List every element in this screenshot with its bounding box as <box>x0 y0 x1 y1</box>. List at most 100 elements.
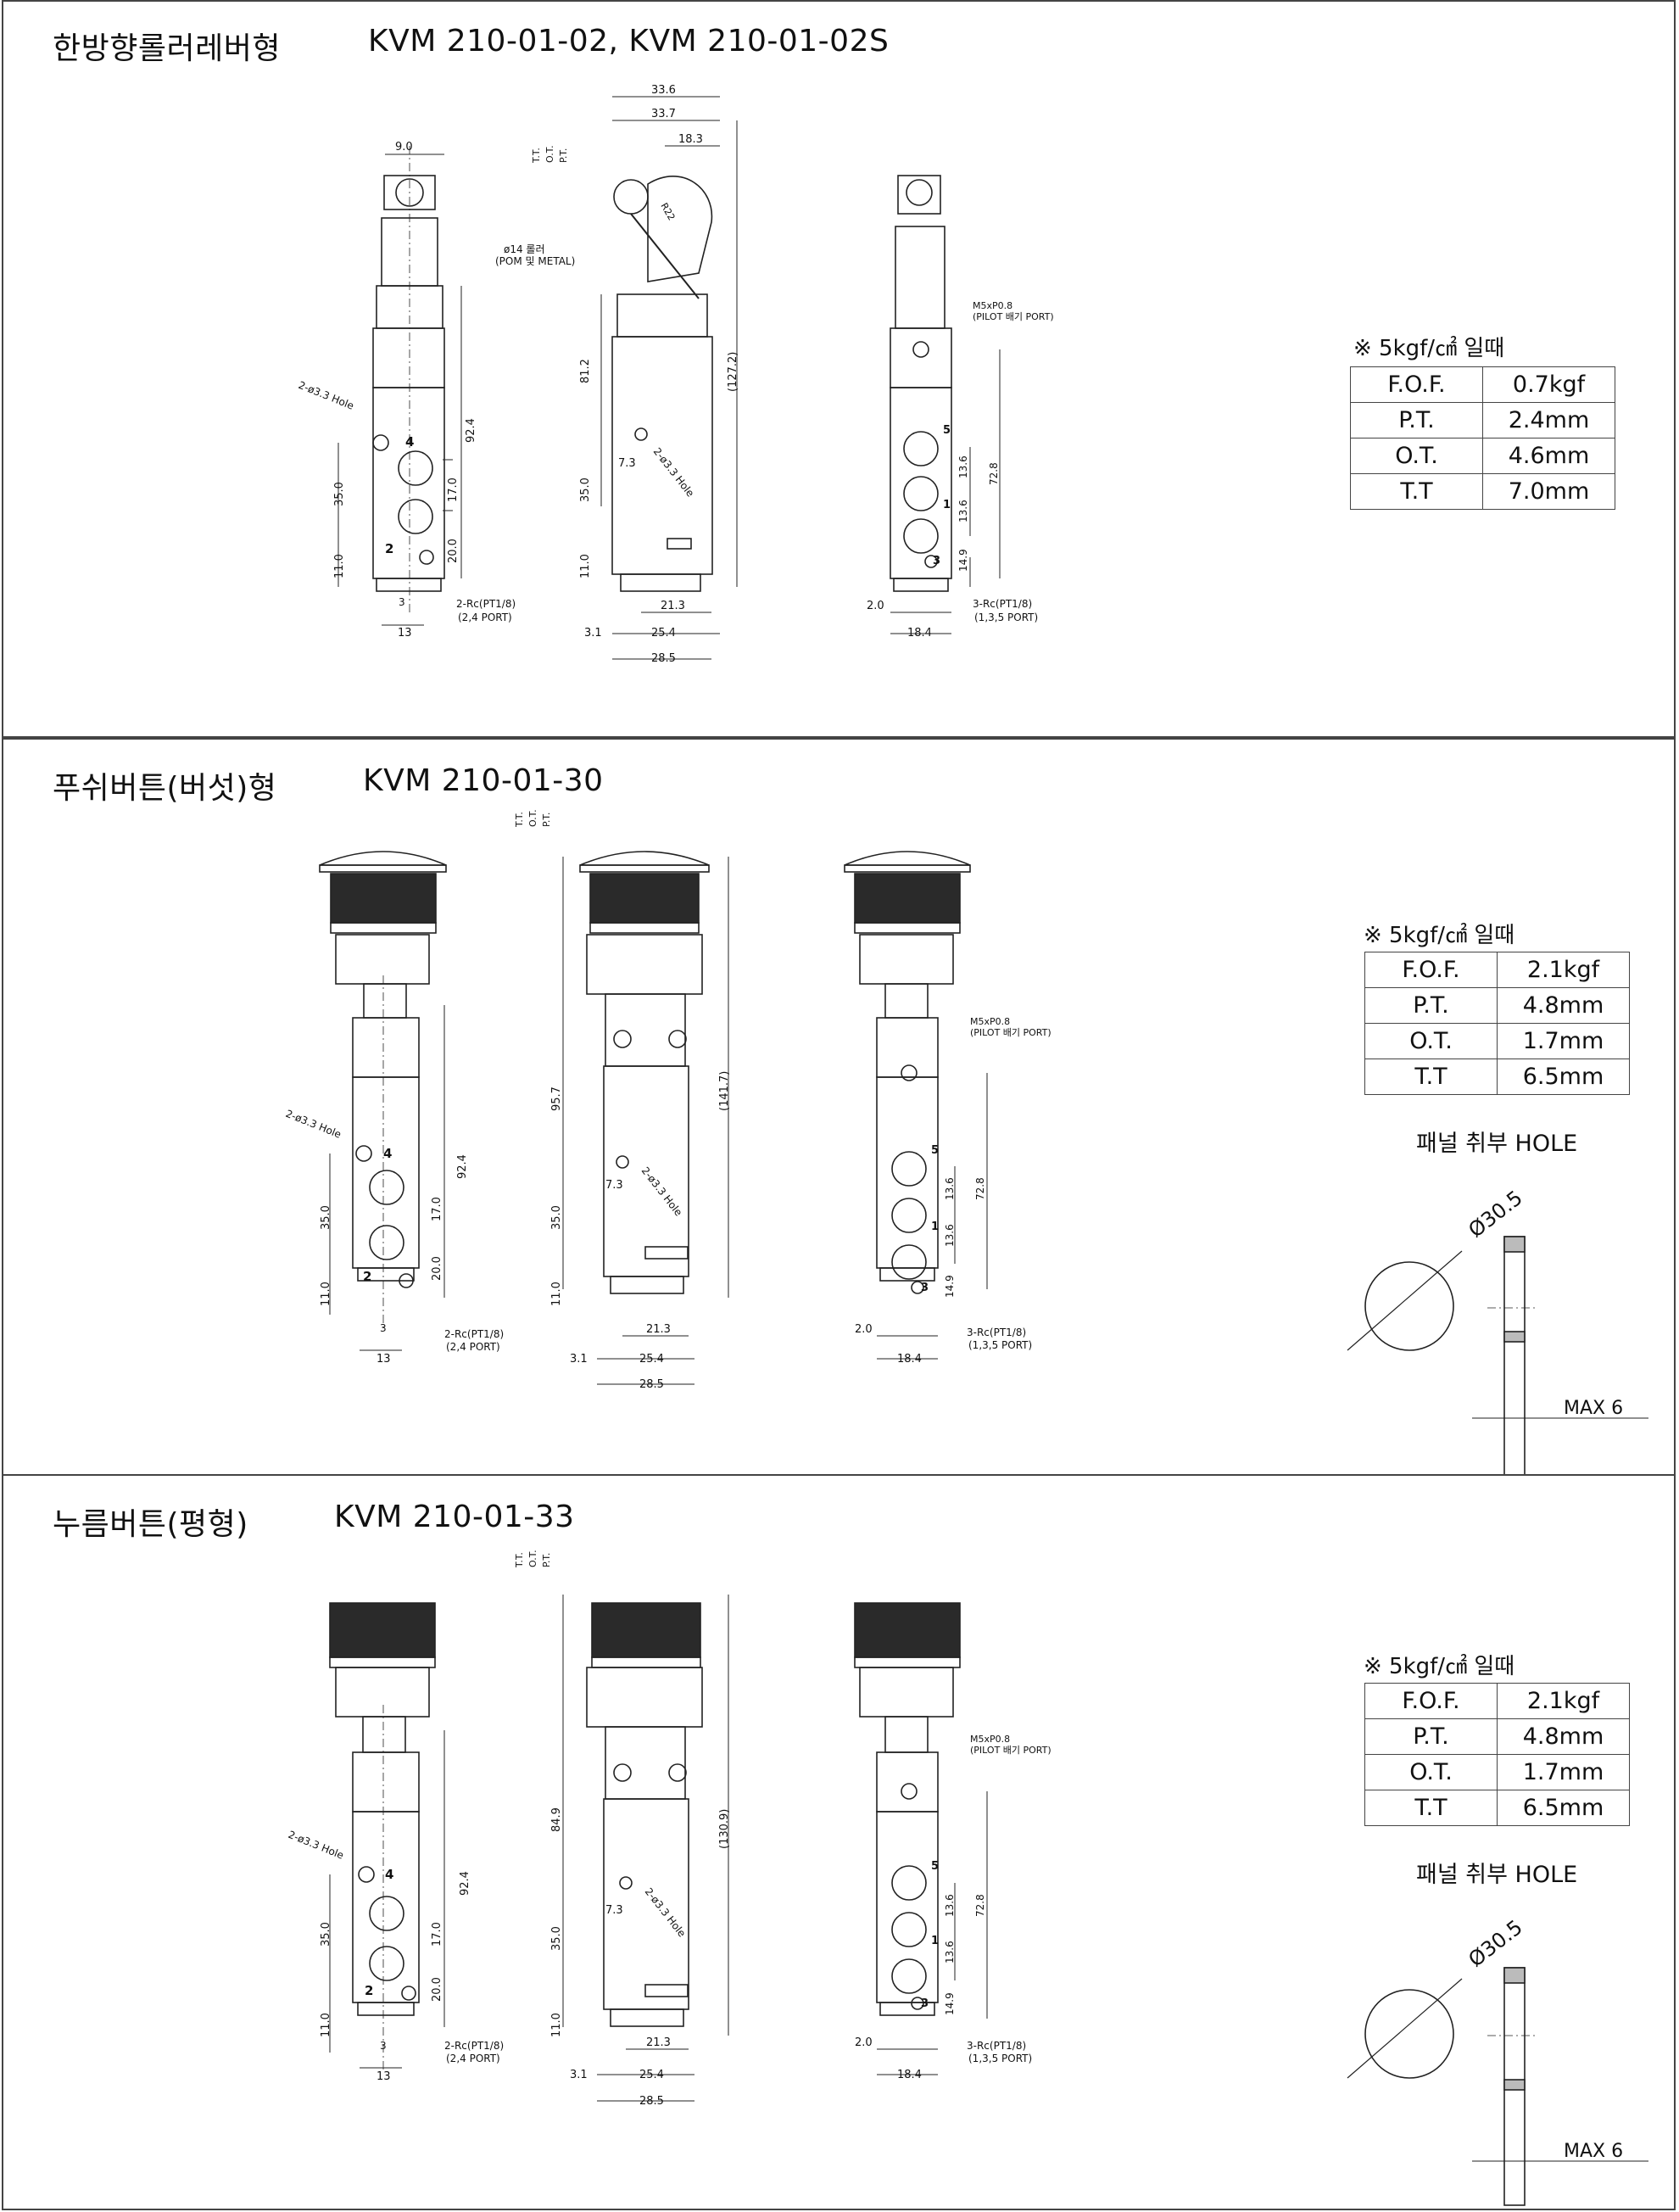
dim-label: 20.0 <box>447 539 460 563</box>
dim-label: 18.4 <box>907 627 932 640</box>
section-title: 누름버튼(평형) <box>53 1507 248 1542</box>
dim-label: 18.3 <box>678 133 703 146</box>
dim-label: 21.3 <box>661 600 685 612</box>
port-number: 1 <box>931 1935 939 1947</box>
spec-key: P.T. <box>1350 402 1483 438</box>
dim-label: 13.6 <box>944 1941 956 1963</box>
dim-label: 84.9 <box>550 1807 563 1832</box>
rear-view: M5xP0.8 (PILOT 배기 PORT) 13.6 13.6 72.8 1… <box>844 851 1051 1366</box>
dim-label: 13.6 <box>944 1894 956 1917</box>
ot-label: O.T. <box>527 809 538 827</box>
spec-value: 2.4mm <box>1482 402 1615 438</box>
model-number: KVM 210-01-33 <box>334 1500 575 1534</box>
max-thickness: MAX 6 <box>1564 2141 1623 2162</box>
port-label: (2,4 PORT) <box>446 1341 500 1353</box>
dim-label: 13 <box>398 627 412 640</box>
dim-label: 35.0 <box>320 1922 332 1947</box>
spec-key: P.T. <box>1364 1718 1498 1755</box>
port-label: 3-Rc(PT1/8) <box>973 598 1032 610</box>
tt-label: T.T. <box>531 148 542 164</box>
m5-label: M5xP0.8 <box>973 300 1012 311</box>
port-number: 4 <box>385 1867 393 1882</box>
dim-label: 25.4 <box>639 2069 664 2081</box>
dim-label: 11.0 <box>550 1282 563 1306</box>
dim-label: 2.0 <box>855 1323 873 1336</box>
spec-row: P.T.4.8mm <box>1364 987 1630 1024</box>
rear-view: M5xP0.8 (PILOT 배기 PORT) 13.6 13.6 72.8 1… <box>854 1602 1051 2081</box>
dim-label: 9.0 <box>395 141 413 154</box>
dim-label: 72.8 <box>988 462 1000 485</box>
side-view: 33.6 33.7 18.3 T.T. O.T. P.T. ø14 롤러 (PO… <box>495 84 739 665</box>
port-label: (1,3,5 PORT) <box>968 2053 1032 2064</box>
spec-row: F.O.F.0.7kgf <box>1350 366 1615 403</box>
dim-label: 3.1 <box>570 2069 588 2081</box>
dim-label: 18.4 <box>897 1353 922 1366</box>
spec-row: F.O.F.2.1kgf <box>1364 1683 1630 1719</box>
dim-label: 35.0 <box>550 1926 563 1951</box>
dim-label: 28.5 <box>639 1378 664 1391</box>
dim-label: 92.4 <box>459 1871 471 1896</box>
dim-label: 28.5 <box>639 2095 664 2108</box>
dim-label: 72.8 <box>974 1177 986 1200</box>
pilot-label: (PILOT 배기 PORT) <box>970 1027 1051 1038</box>
hole-label: 2-ø3.3 Hole <box>651 445 697 499</box>
spec-key: P.T. <box>1364 987 1498 1024</box>
dim-label: 21.3 <box>646 1323 671 1336</box>
spec-key: O.T. <box>1364 1023 1498 1059</box>
section-title: 푸쉬버튼(버섯)형 <box>53 771 277 806</box>
hole-label: 2-ø3.3 Hole <box>287 1829 345 1862</box>
roller-label: (POM 및 METAL) <box>495 255 575 267</box>
spec-value: 4.8mm <box>1497 987 1630 1024</box>
port-label: (2,4 PORT) <box>458 612 512 623</box>
front-view: 9.0 92.4 35.0 17.0 20.0 11.0 2-ø3.3 Hole… <box>297 141 516 640</box>
dim-label: 11.0 <box>320 1282 332 1306</box>
spec-value: 0.7kgf <box>1482 366 1615 403</box>
dim-label: (141.7) <box>718 1071 731 1111</box>
dim-label: 11.0 <box>320 2013 332 2037</box>
pt-label: P.T. <box>541 813 552 827</box>
max-thickness: MAX 6 <box>1564 1398 1623 1419</box>
port-number: 3 <box>921 1282 929 1294</box>
port-number: 2 <box>365 1983 373 1998</box>
dim-label: 2.0 <box>855 2036 873 2049</box>
spec-row: O.T.1.7mm <box>1364 1754 1630 1790</box>
port-number: 4 <box>383 1146 392 1161</box>
panel-hole-diagram: Ø30.5 MAX 6 <box>1347 1186 1648 1476</box>
hole-label: 2-ø3.3 Hole <box>297 379 355 412</box>
dim-label: 13.6 <box>944 1224 956 1247</box>
spec-value: 1.7mm <box>1497 1754 1630 1790</box>
port-number: 5 <box>931 1860 939 1873</box>
spec-key: T.T <box>1350 473 1483 510</box>
dim-label: 3 <box>380 2040 387 2052</box>
section-mushroom-button: 푸쉬버튼(버섯)형 KVM 210-01-30 92.4 35.0 17.0 2… <box>2 736 1676 1476</box>
side-view: T.T. O.T. P.T. 84.9 (130.9) 35.0 11.0 7.… <box>514 1550 731 2108</box>
dim-label: 3 <box>380 1322 387 1334</box>
port-label: (1,3,5 PORT) <box>968 1339 1032 1351</box>
pilot-label: (PILOT 배기 PORT) <box>973 311 1054 322</box>
dim-label: 3.1 <box>584 627 602 640</box>
dim-label: 17.0 <box>447 478 460 502</box>
condition-note: ※ 5kgf/㎠ 일때 <box>1364 923 1515 948</box>
port-label: 2-Rc(PT1/8) <box>444 1328 504 1340</box>
spec-row: P.T.4.8mm <box>1364 1718 1630 1755</box>
spec-value: 4.8mm <box>1497 1718 1630 1755</box>
dim-label: 92.4 <box>465 418 477 443</box>
dim-label: 92.4 <box>456 1154 469 1179</box>
port-number: 1 <box>931 1221 939 1233</box>
ot-label: O.T. <box>527 1550 538 1567</box>
dim-label: 20.0 <box>431 1256 443 1281</box>
port-label: 3-Rc(PT1/8) <box>967 2040 1026 2052</box>
dim-label: 81.2 <box>579 359 592 383</box>
spec-value: 2.1kgf <box>1497 1683 1630 1719</box>
radius-label: R22 <box>658 201 677 222</box>
dim-label: 33.7 <box>651 108 676 120</box>
dim-label: 3 <box>399 596 405 608</box>
dim-label: 13.6 <box>957 500 969 522</box>
dim-label: 95.7 <box>550 1086 563 1111</box>
dim-label: 14.9 <box>944 1992 956 2015</box>
